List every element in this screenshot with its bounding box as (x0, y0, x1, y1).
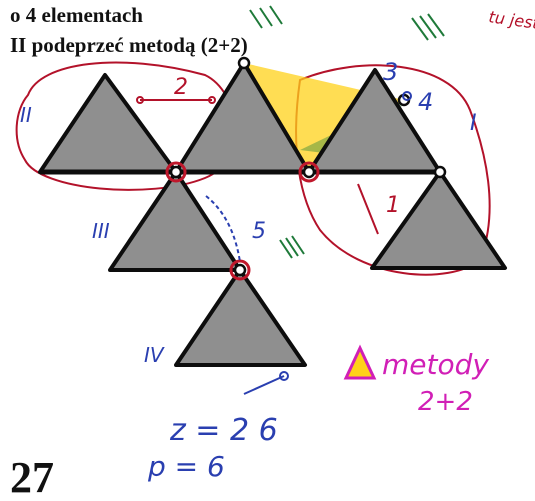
bar-1-label: 1 (386, 193, 400, 218)
header-text: podeprzeć metodą (2+2) (26, 33, 247, 57)
joint-C (433, 165, 447, 179)
support-hatch-5 (279, 235, 305, 259)
triangle-element-right (370, 170, 507, 270)
element-III-label: III (92, 219, 110, 243)
triangle-element-III (108, 170, 242, 272)
joint-top (237, 56, 251, 70)
triangle-element-II (38, 73, 178, 174)
joint-A (169, 165, 183, 179)
support-hatch-top (249, 5, 283, 29)
method-value: 2+2 (418, 387, 473, 417)
bar-6-pin (279, 371, 289, 381)
support-hatch-right (411, 13, 445, 41)
joint-B (302, 165, 316, 179)
method-label: metody (382, 348, 489, 381)
note-top-right: tu jest pro (487, 7, 535, 37)
bar-5-label: 5 (252, 219, 266, 244)
highlight-yellow-triangle (244, 63, 404, 172)
header-line2: II podeprzeć metodą (2+2) (10, 33, 248, 57)
element-IV-label: IV (144, 343, 165, 367)
page-number: 27 (10, 453, 54, 501)
element-I-label: I (470, 111, 477, 136)
joint-D (233, 263, 247, 277)
bar-1-line (357, 183, 379, 235)
triangle-element-IV (174, 268, 307, 367)
element-II-label: II (20, 103, 32, 127)
bar-5-line (205, 195, 241, 263)
hinge-ring-B (298, 161, 320, 183)
bar-4-pin (402, 91, 412, 101)
bar-6-line (243, 375, 285, 395)
formula-z: z = 2 6 (169, 413, 278, 448)
bar-2-pin-left (136, 96, 144, 104)
hinge-ring-D (229, 259, 251, 281)
header-line1: o 4 elementach (10, 3, 143, 27)
method-triangle-icon (343, 344, 377, 380)
bar-2-pin-right (208, 96, 216, 104)
formula-p: p = 6 (147, 450, 225, 483)
bar-3-label: 3 (383, 58, 398, 86)
header-roman: II (10, 33, 26, 57)
bar-4-label: 4 (418, 88, 433, 116)
hinge-ring-A (165, 161, 187, 183)
bar-2-label: 2 (174, 75, 188, 100)
